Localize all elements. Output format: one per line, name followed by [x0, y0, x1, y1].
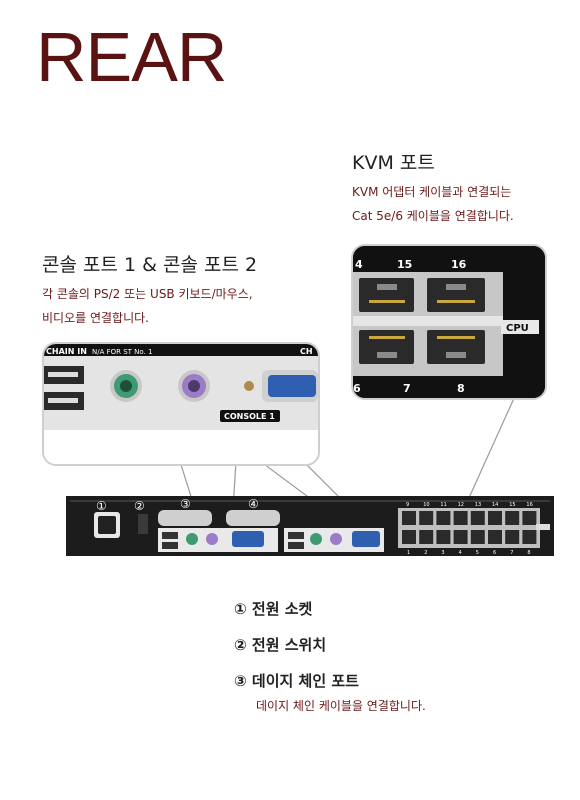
kvm-port-description: KVM 어댑터 케이블과 연결되는 Cat 5e/6 케이블을 연결합니다. [352, 180, 514, 228]
device-bottom-port-number: 8 [527, 550, 530, 556]
kvm-port-heading: KVM 포트 [352, 152, 435, 174]
kvm-zoom-port-8: 8 [457, 382, 465, 395]
device-top-port-number: 16 [526, 502, 532, 508]
kvm-desc-line-1: KVM 어댑터 케이블과 연결되는 [352, 185, 512, 199]
console-port-description: 각 콘솔의 PS/2 또는 USB 키보드/마우스, 비디오를 연결합니다. [42, 282, 253, 330]
rj45-jack [453, 511, 468, 525]
rj45-jack [470, 530, 485, 544]
console-port-zoom: CHAIN IN N/A FOR ST No. 1 CH CONSOLE 1 [42, 342, 320, 466]
legend-power-switch: ② 전원 스위치 [234, 636, 327, 654]
device-bottom-port-number: 3 [441, 550, 444, 556]
marker-4: ④ [248, 497, 259, 511]
legend-daisy-chain: ③ 데이지 체인 포트 [234, 672, 359, 690]
device-top-port-number: 9 [406, 502, 409, 508]
rj45-jack [488, 530, 502, 544]
rj45-jack [522, 530, 537, 544]
console-port-heading: 콘솔 포트 1 & 콘솔 포트 2 [42, 254, 258, 276]
rj45-jack [419, 530, 434, 544]
rj45-jack [402, 511, 416, 525]
device-top-port-number: 11 [440, 502, 446, 508]
device-top-port-number: 15 [509, 502, 515, 508]
device-top-port-number: 14 [492, 502, 498, 508]
zoom-chain-in-label: CHAIN IN [46, 347, 87, 356]
device-bottom-port-number: 6 [493, 550, 496, 556]
marker-1: ① [96, 499, 107, 513]
device-bottom-port-number: 5 [476, 550, 479, 556]
device-top-port-number: 12 [458, 502, 464, 508]
rj45-jack [522, 511, 537, 525]
device-bottom-port-number: 7 [510, 550, 513, 556]
zoom-na-label: N/A FOR ST No. 1 [92, 348, 152, 356]
page-title: REAR [36, 18, 227, 96]
kvm-zoom-port-15: 15 [397, 258, 412, 271]
rj45-jack [488, 511, 502, 525]
marker-3: ③ [180, 497, 191, 511]
kvm-zoom-port-6: 6 [353, 382, 361, 395]
zoom-console-1-label: CONSOLE 1 [224, 412, 275, 421]
rj45-jack [505, 511, 520, 525]
legend-power-socket: ① 전원 소켓 [234, 600, 313, 618]
console-zoom-image: CHAIN IN N/A FOR ST No. 1 CH CONSOLE 1 [44, 344, 318, 464]
device-bottom-port-number: 1 [407, 550, 410, 556]
zoom-ch-label: CH [300, 347, 313, 356]
kvm-zoom-port-16: 16 [451, 258, 467, 271]
callout-line-kvm [467, 384, 521, 501]
kvm-zoom-cpu-label: CPU [506, 323, 529, 334]
kvm-zoom-image: 4 15 16 6 7 8 CPU [353, 246, 545, 398]
rj45-jack [419, 511, 434, 525]
rj45-jack [505, 530, 520, 544]
kvm-zoom-port-7: 7 [403, 382, 411, 395]
device-top-port-number: 13 [475, 502, 481, 508]
rj45-jack [436, 530, 451, 544]
rj45-jack [453, 530, 468, 544]
kvm-zoom-port-4: 4 [355, 258, 363, 271]
device-bottom-port-number: 2 [424, 550, 427, 556]
rj45-jack [402, 530, 416, 544]
device-top-port-number: 10 [423, 502, 429, 508]
kvm-desc-line-2: Cat 5e/6 케이블을 연결합니다. [352, 209, 514, 223]
rj45-jack [470, 511, 485, 525]
legend-daisy-chain-desc: 데이지 체인 케이블을 연결합니다. [256, 699, 426, 713]
console-desc-line-1: 각 콘솔의 PS/2 또는 USB 키보드/마우스, [42, 287, 253, 301]
kvm-port-zoom: 4 15 16 6 7 8 CPU [351, 244, 547, 400]
marker-2: ② [134, 499, 145, 513]
rj45-jack [436, 511, 451, 525]
device-bottom-port-number: 4 [459, 550, 462, 556]
console-desc-line-2: 비디오를 연결합니다. [42, 311, 149, 325]
